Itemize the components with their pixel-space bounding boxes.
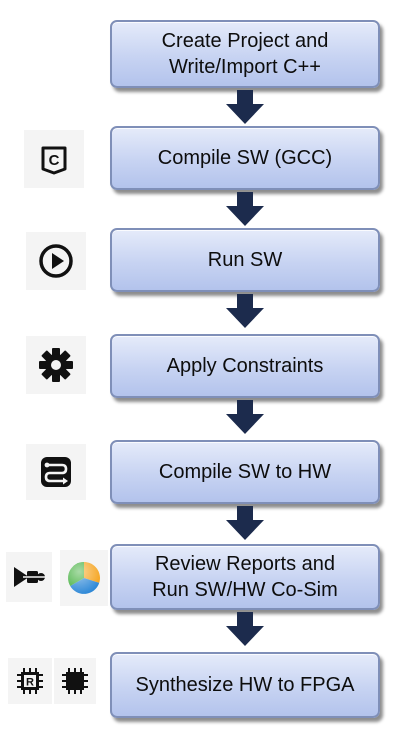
- transform-icon[interactable]: [26, 444, 86, 500]
- rtl-chip-icon[interactable]: R: [8, 658, 52, 704]
- step-label: Synthesize HW to FPGA: [135, 674, 355, 696]
- c-glyph: C: [49, 152, 60, 169]
- arrow-down-icon: [226, 294, 264, 328]
- rtl-glyph: R: [26, 677, 34, 689]
- gear-icon[interactable]: [26, 336, 86, 394]
- step-run-sw[interactable]: Run SW: [110, 228, 380, 292]
- c-file-icon[interactable]: C: [24, 130, 84, 188]
- arrow-down-icon: [226, 506, 264, 540]
- arrow-down-icon: [226, 90, 264, 124]
- step-create-project[interactable]: Create Project and Write/Import C++: [110, 20, 380, 88]
- arrow-down-icon: [226, 612, 264, 646]
- arrow-down-icon: [226, 400, 264, 434]
- play-circle-icon[interactable]: [26, 232, 86, 290]
- chip-icon[interactable]: [54, 658, 96, 704]
- step-label: Apply Constraints: [166, 355, 324, 377]
- step-apply-constraints[interactable]: Apply Constraints: [110, 334, 380, 398]
- arrow-down-icon: [226, 192, 264, 226]
- step-label: Compile SW (GCC): [157, 147, 333, 169]
- step-label: Run SW: [207, 249, 283, 271]
- step-label: Create Project and Write/Import C++: [161, 30, 329, 78]
- step-compile-sw-to-hw[interactable]: Compile SW to HW: [110, 440, 380, 504]
- pie-chart-icon[interactable]: [60, 550, 108, 606]
- cosim-icon[interactable]: [6, 552, 52, 602]
- step-label: Compile SW to HW: [158, 461, 332, 483]
- step-synthesize-hw[interactable]: Synthesize HW to FPGA: [110, 652, 380, 718]
- step-label: Review Reports and Run SW/HW Co-Sim: [152, 553, 338, 601]
- step-compile-sw[interactable]: Compile SW (GCC): [110, 126, 380, 190]
- step-review-reports[interactable]: Review Reports and Run SW/HW Co-Sim: [110, 544, 380, 610]
